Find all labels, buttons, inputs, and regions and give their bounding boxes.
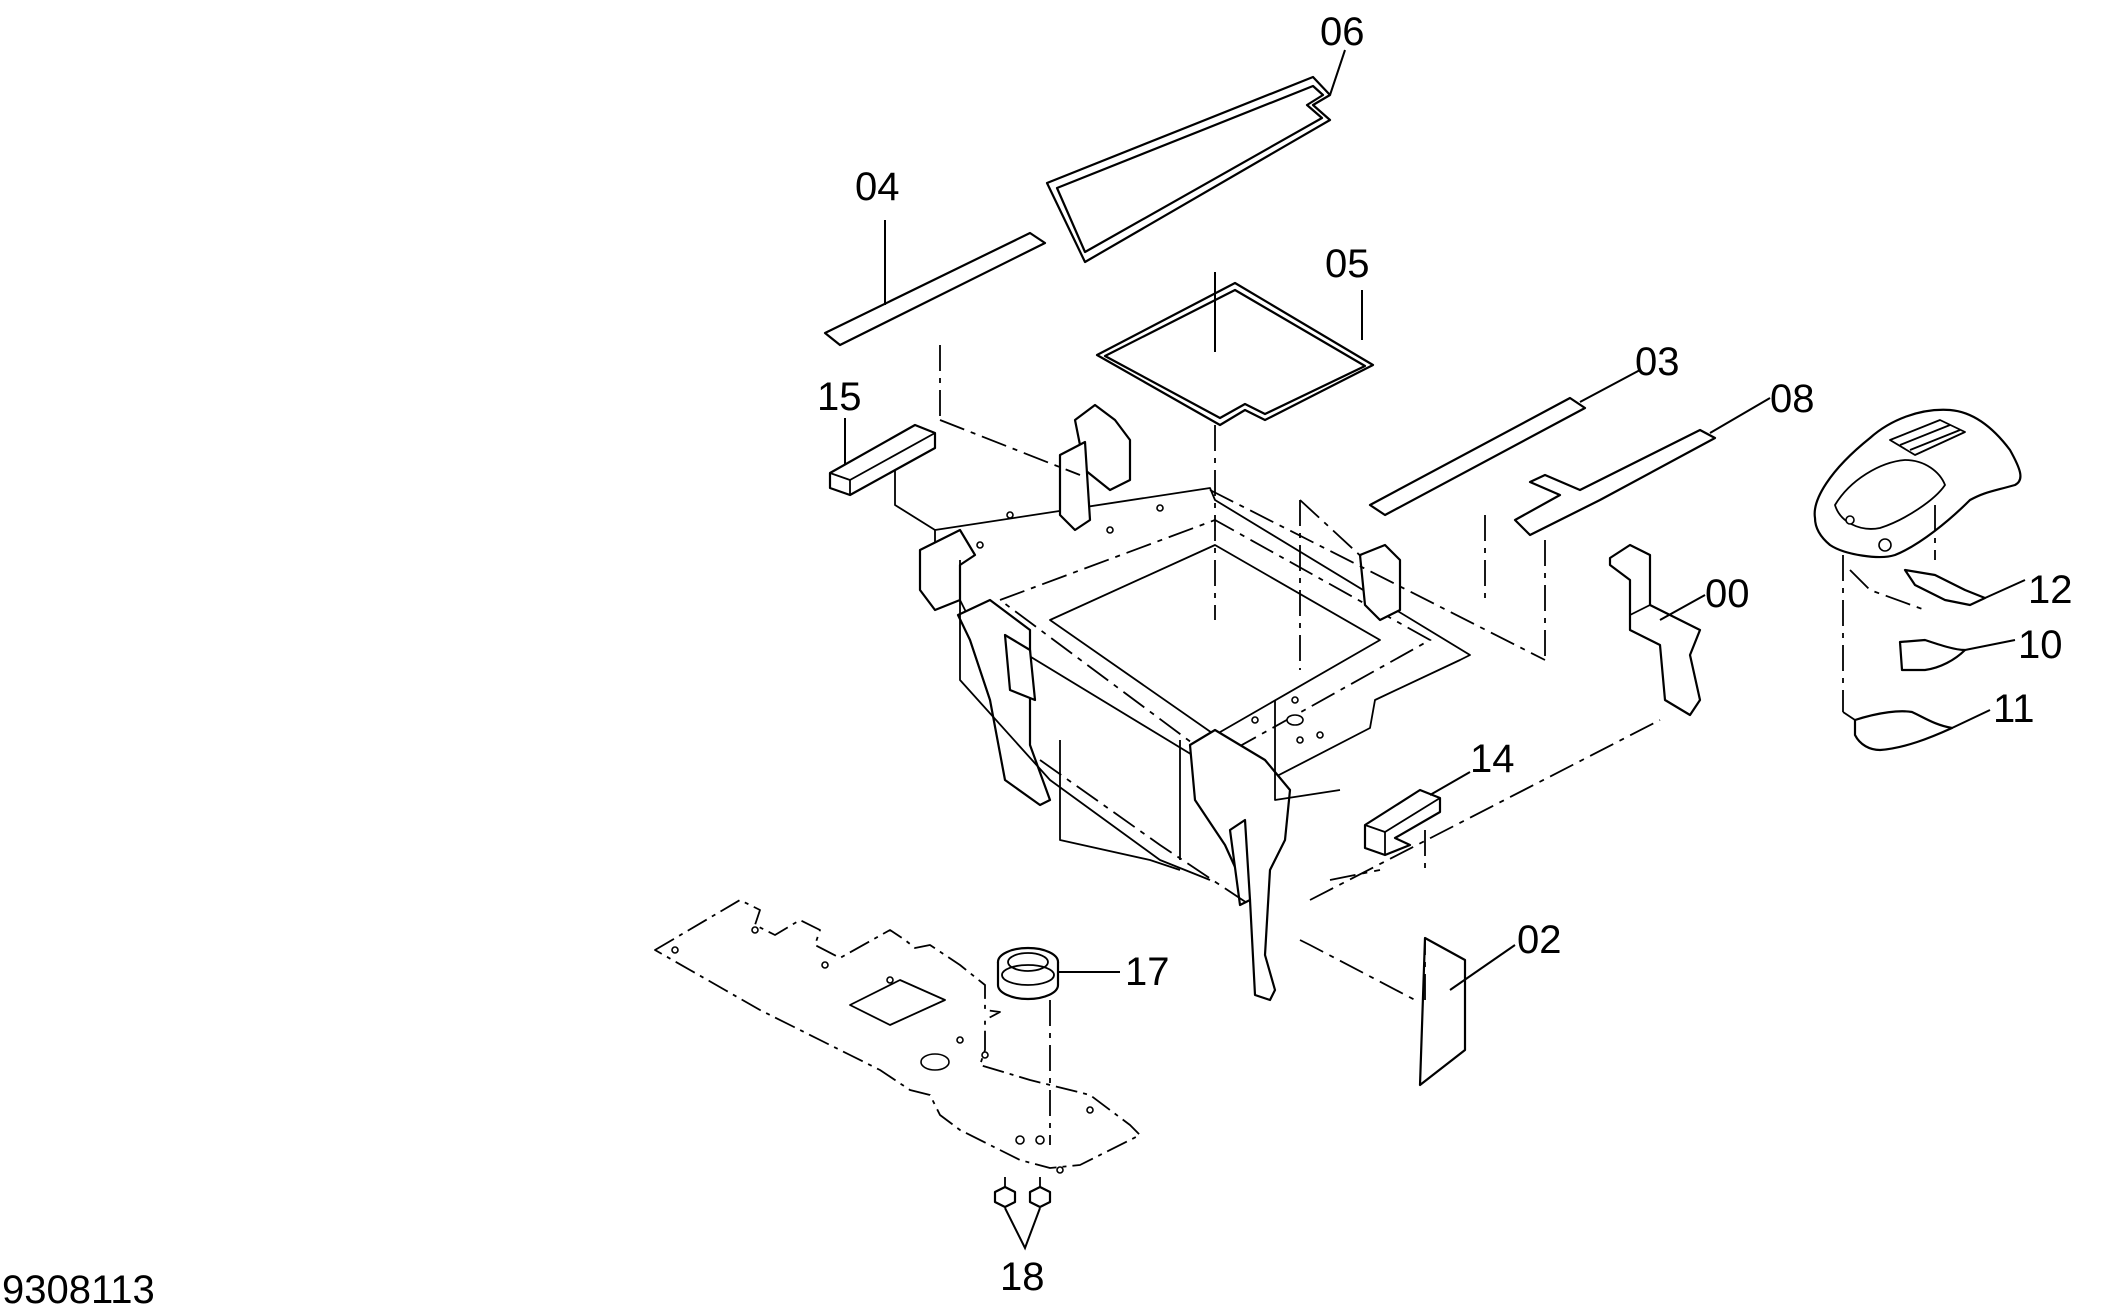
callout-12: 12 bbox=[2028, 568, 2073, 612]
part-17-bushing[interactable] bbox=[996, 946, 1120, 1001]
callout-18: 18 bbox=[1000, 1255, 1045, 1299]
floor-plate bbox=[654, 899, 1141, 1174]
callout-17: 17 bbox=[1125, 950, 1170, 994]
part-10-trim bbox=[1898, 638, 1967, 672]
part-04-strip[interactable] bbox=[823, 220, 1047, 347]
callout-14: 14 bbox=[1470, 737, 1515, 781]
seat-base-frame bbox=[918, 403, 1471, 1002]
part-15-bar[interactable] bbox=[828, 418, 937, 531]
callout-04: 04 bbox=[855, 165, 900, 209]
callout-05: 05 bbox=[1325, 242, 1370, 286]
part-05-mat[interactable] bbox=[1095, 272, 1375, 427]
assembly-lines bbox=[939, 345, 1661, 1145]
drawing-number: 9308113 bbox=[2, 1268, 155, 1312]
part-18-bolts[interactable] bbox=[993, 1177, 1052, 1251]
callout-02: 02 bbox=[1517, 918, 1562, 962]
part-06-mat[interactable] bbox=[1045, 49, 1346, 264]
part-02-plate[interactable] bbox=[1418, 936, 1516, 1087]
callout-00: 00 bbox=[1705, 572, 1750, 616]
callout-10: 10 bbox=[2018, 623, 2063, 667]
callout-06: 06 bbox=[1320, 10, 1365, 54]
part-12-trim bbox=[1903, 568, 1987, 607]
part-08-strip[interactable] bbox=[1513, 397, 1771, 537]
part-11-trim bbox=[1853, 710, 1954, 752]
part-00-bracket[interactable] bbox=[1608, 543, 1706, 717]
part-03-strip[interactable] bbox=[1368, 369, 1641, 517]
callout-11: 11 bbox=[1993, 687, 2035, 731]
callout-03: 03 bbox=[1635, 340, 1680, 384]
part-14-channel[interactable] bbox=[1363, 771, 1471, 857]
armrest-assembly[interactable] bbox=[1813, 408, 2026, 752]
callout-08: 08 bbox=[1770, 377, 1815, 421]
callout-15: 15 bbox=[817, 375, 862, 419]
